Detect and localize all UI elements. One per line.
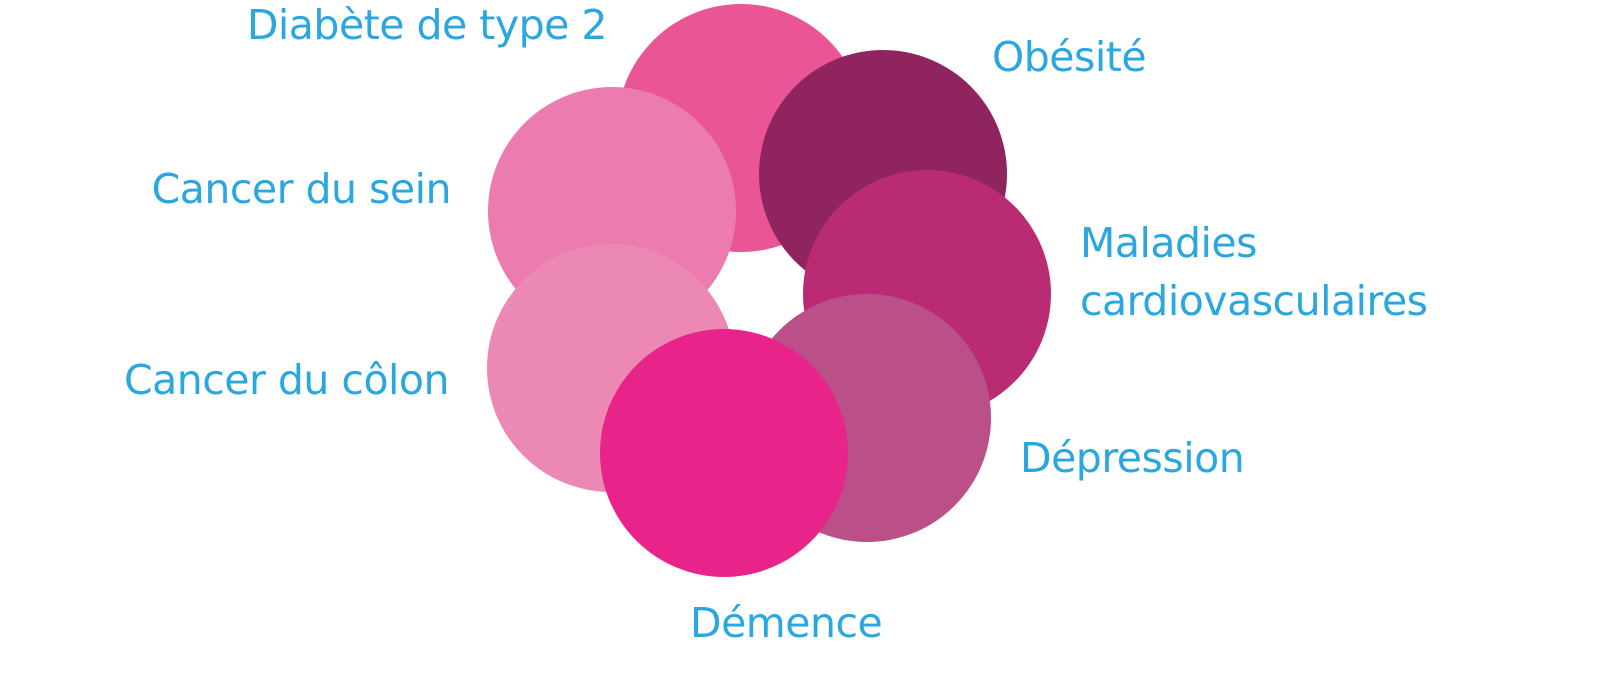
label-maladies-line-1: Maladies — [1080, 219, 1258, 267]
label-maladies-line-2: cardiovasculaires — [1080, 277, 1428, 325]
label-depression: Dépression — [1020, 434, 1245, 482]
label-cancer-du-colon: Cancer du côlon — [123, 356, 450, 404]
label-maladies-cardiovasculaires: Maladies cardiovasculaires — [1080, 214, 1428, 330]
label-obesite: Obésité — [992, 33, 1147, 81]
label-diabete: Diabète de type 2 — [246, 1, 608, 49]
label-demence: Démence — [690, 599, 883, 647]
label-cancer-du-sein: Cancer du sein — [151, 165, 452, 213]
circle-demence — [600, 329, 848, 577]
